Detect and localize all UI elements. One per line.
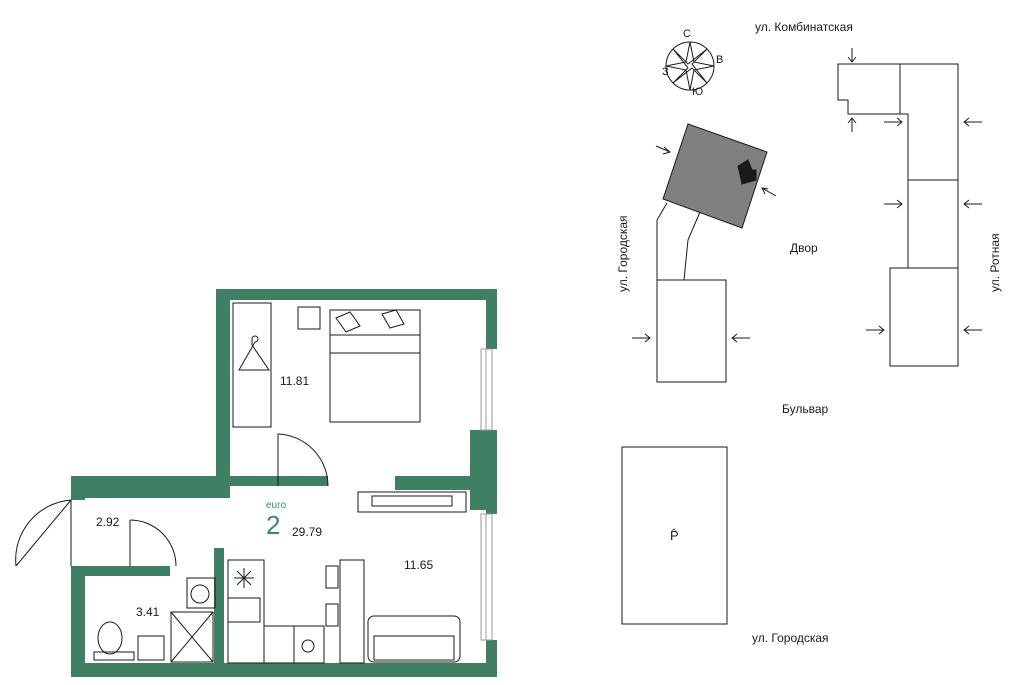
street-left: ул. Городская <box>616 215 630 292</box>
street-right: ул. Ротная <box>988 233 1002 292</box>
doors <box>15 433 329 567</box>
residential-building <box>656 123 768 383</box>
compass-south: Ю <box>692 86 704 98</box>
compass-east: В <box>716 54 724 66</box>
snowflake-icon <box>234 568 254 588</box>
street-top: ул. Комбинатская <box>755 20 853 34</box>
walls <box>71 289 497 677</box>
parking-label: P̂ <box>670 528 679 543</box>
boulevard-label: Бульвар <box>782 402 829 416</box>
total-area: 29.79 <box>292 525 323 539</box>
hall-area: 2.92 <box>96 515 120 529</box>
living-area: 11.65 <box>404 558 434 572</box>
compass-west: З <box>662 66 669 78</box>
neighbor-buildings <box>621 63 959 625</box>
yard-label: Двор <box>790 241 818 255</box>
flat-type: euro <box>266 500 287 511</box>
rooms-count: 2 <box>266 510 281 540</box>
entrance-arrows <box>632 48 982 343</box>
compass-north: С <box>683 28 691 40</box>
windows <box>480 348 493 641</box>
bedroom-area: 11.81 <box>280 374 310 388</box>
compass-icon <box>665 41 715 91</box>
street-bottom: ул. Городская <box>752 631 829 645</box>
bath-area: 3.41 <box>136 605 160 619</box>
furniture <box>93 302 467 664</box>
